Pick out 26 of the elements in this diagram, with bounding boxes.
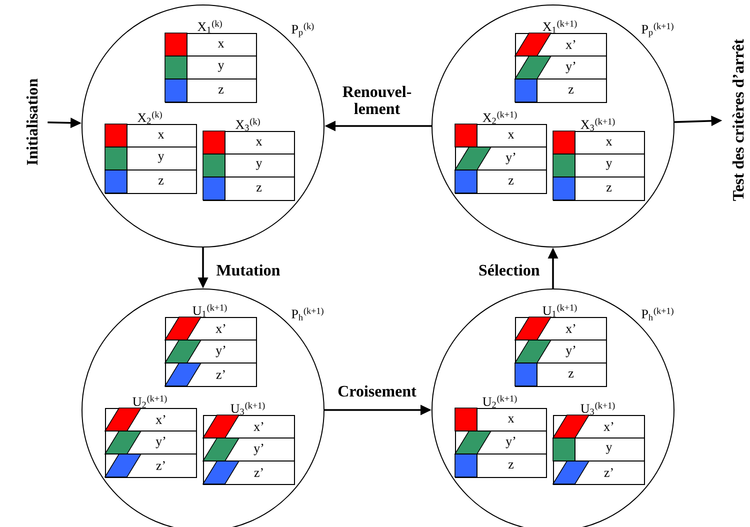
edge-label: Sélection (477, 263, 541, 277)
population-label: P$_{p}$(k) (292, 22, 314, 38)
table-heading: X$_{2}$(k) (138, 111, 162, 124)
table-heading: U$_{3}$(k+1) (580, 402, 615, 415)
table-heading: X$_{2}$(k+1) (482, 111, 517, 124)
population-label: P$_{h}$(k+1) (642, 308, 674, 320)
edge-label: Croisement (336, 384, 418, 398)
table-heading: U$_{2}$(k+1) (482, 395, 517, 408)
edge-label: Mutation (215, 263, 282, 277)
population-label: P$_{p}$(k+1) (642, 22, 674, 38)
gene-table: x y z (202, 130, 295, 201)
table-heading: X$_{1}$(k+1) (542, 20, 577, 33)
table-heading: U$_{1}$(k+1) (542, 304, 577, 317)
table-heading: X$_{1}$(k) (198, 20, 222, 33)
gene-table: x y z (552, 130, 645, 201)
population-label: P$_{h}$(k+1) (292, 308, 324, 320)
step-label: Test des critères d’arrêt (732, 38, 744, 201)
table-heading: X$_{3}$(k) (236, 118, 260, 131)
gene-table: x y z (164, 32, 257, 103)
table-heading: U$_{3}$(k+1) (230, 402, 265, 415)
table-heading: U$_{1}$(k+1) (192, 304, 227, 317)
edge-label: Renouvel- lement (336, 84, 418, 116)
step-label: Initialisation (26, 78, 38, 166)
table-heading: X$_{3}$(k+1) (580, 118, 615, 131)
table-heading: U$_{2}$(k+1) (132, 395, 167, 408)
gene-table: x y z (104, 124, 197, 194)
